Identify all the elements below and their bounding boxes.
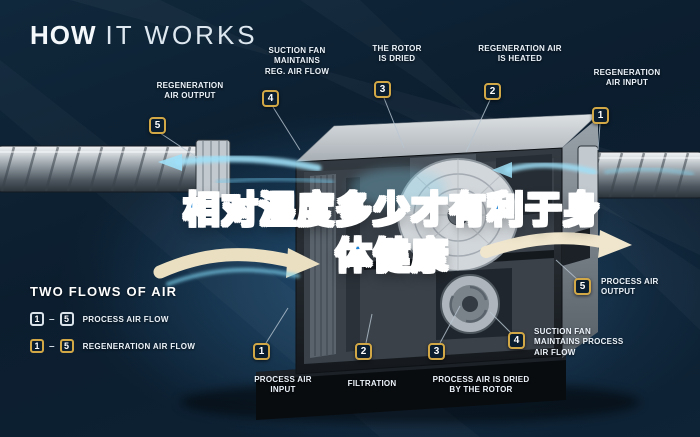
callout-number-suction-regen: 4 (262, 90, 279, 107)
callout-label-regen-input: REGENERATION AIR INPUT (593, 68, 661, 88)
legend-chip-regen-to: 5 (59, 339, 74, 353)
callout-label-suction-regen: SUCTION FAN MAINTAINS REG. AIR FLOW (264, 46, 330, 76)
legend-row-process: 1 – 5 PROCESS AIR FLOW (30, 312, 195, 326)
callout-label-regen-heated: REGENERATION AIR IS HEATED (478, 44, 562, 64)
callout-number-rotor-dried: 3 (374, 81, 391, 98)
title-light: IT WORKS (105, 20, 258, 50)
callout-number-process-input: 1 (253, 343, 270, 360)
callout-label-suction-process: SUCTION FAN MAINTAINS PROCESS AIR FLOW (534, 327, 624, 357)
legend-label-regeneration: REGENERATION AIR FLOW (82, 341, 196, 351)
legend-chip-process-to: 5 (59, 312, 74, 326)
callout-number-regen-heated: 2 (484, 83, 501, 100)
legend-label-process: PROCESS AIR FLOW (82, 314, 169, 324)
legend: TWO FLOWS OF AIR 1 – 5 PROCESS AIR FLOW … (30, 284, 195, 353)
callout-label-process-output: PROCESS AIR OUTPUT (601, 277, 659, 297)
dehumidifier-machine (256, 113, 599, 420)
callout-number-process-dried: 3 (428, 343, 445, 360)
callout-number-regen-output: 5 (149, 117, 166, 134)
legend-heading: TWO FLOWS OF AIR (30, 284, 178, 299)
filter-panel (310, 174, 336, 358)
legend-row-regeneration: 1 – 5 REGENERATION AIR FLOW (30, 339, 195, 353)
process-airflow-arrows (153, 230, 632, 286)
callout-number-filtration: 2 (355, 343, 372, 360)
title-bold: HOW (30, 20, 97, 50)
legend-dash: – (49, 340, 55, 352)
callout-label-filtration: FILTRATION (347, 379, 397, 388)
callout-label-regen-output: REGENERATION AIR OUTPUT (156, 81, 224, 101)
legend-dash: – (49, 313, 55, 325)
callout-label-process-dried: PROCESS AIR IS DRIED BY THE ROTOR (432, 375, 530, 395)
leader-lines (159, 97, 601, 344)
callout-number-process-output: 5 (574, 278, 591, 295)
callout-number-suction-process: 4 (508, 332, 525, 349)
callout-number-regen-input: 1 (592, 107, 609, 124)
callout-label-process-input: PROCESS AIR INPUT (254, 375, 312, 395)
regeneration-airflow-arrows (158, 154, 694, 208)
legend-chip-regen-from: 1 (30, 339, 44, 353)
page-title: HOW IT WORKS (30, 20, 258, 51)
headline-line1: 相对湿度多少才有利于身 (182, 188, 602, 231)
legend-chip-process-from: 1 (30, 312, 44, 326)
right-duct (577, 145, 700, 205)
callout-label-rotor-dried: THE ROTOR IS DRIED (372, 44, 422, 64)
headline-line2: 体健康 (334, 234, 450, 277)
process-fan (440, 274, 500, 334)
